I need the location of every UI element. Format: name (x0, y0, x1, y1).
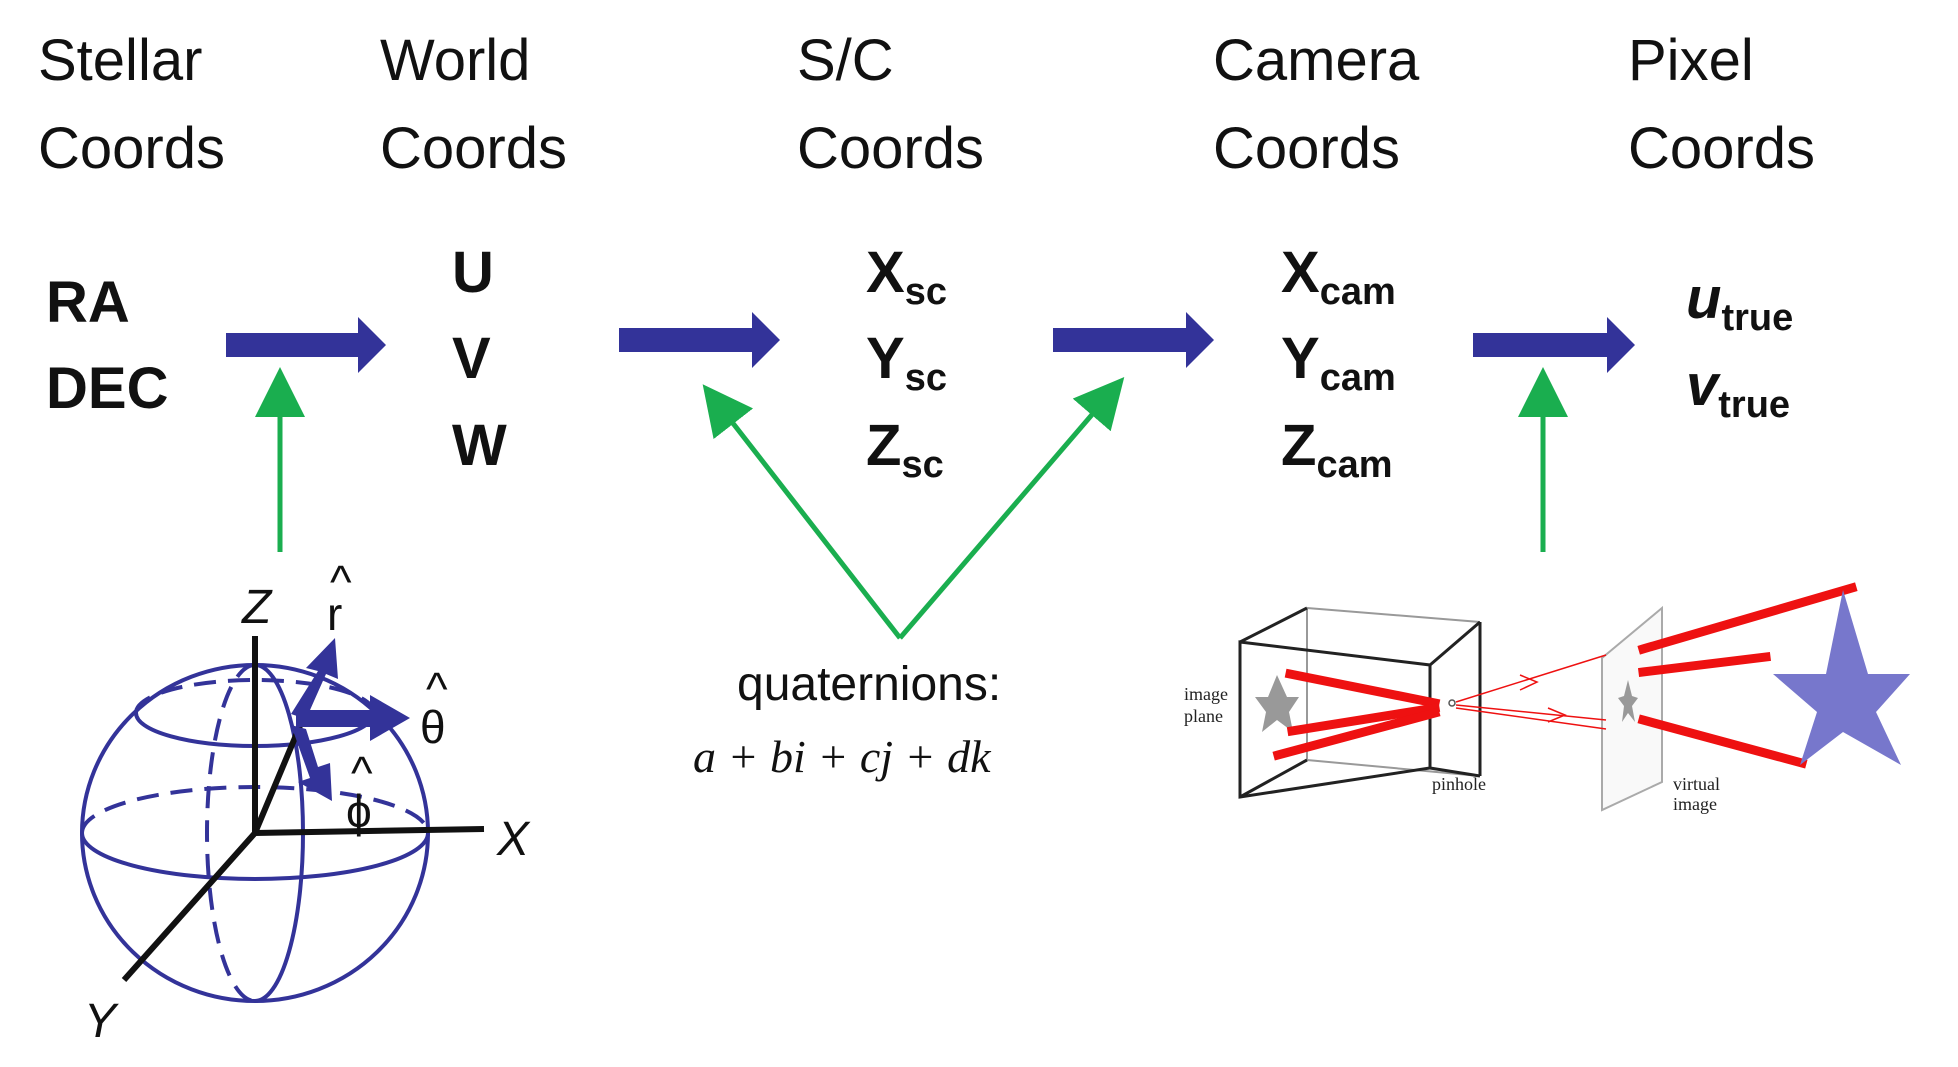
axis-label-z: Z (241, 581, 273, 634)
spherical-coords-illustration: Z X Y r ^ θ ^ ϕ ^ (80, 556, 531, 1048)
var-xsc: Xsc (866, 240, 947, 313)
phi-hat-label: ϕ (346, 785, 372, 837)
var-ra: RA (46, 270, 130, 335)
var-zcam: Zcam (1281, 413, 1393, 486)
phi-hat-arrow (291, 725, 332, 801)
camera-box (1238, 606, 1482, 799)
quaternion-label: quaternions: (737, 658, 1001, 711)
r-hat-arrow (291, 638, 338, 719)
pinhole-aperture (1448, 699, 1456, 707)
thick-rays (1272, 582, 1858, 769)
theta-hat-caret: ^ (426, 663, 448, 715)
var-dec: DEC (46, 356, 168, 421)
r-hat-label: r (327, 588, 342, 640)
phi-hat-caret: ^ (351, 747, 373, 799)
var-v: V (452, 326, 491, 391)
green-arrow-quat-left (702, 384, 902, 640)
r-hat-caret: ^ (330, 556, 352, 608)
var-vtrue: vtrue (1686, 353, 1790, 426)
green-arrows (255, 367, 1568, 640)
image-star-icon (1255, 675, 1299, 732)
flow-arrow-2 (619, 312, 780, 368)
camera-box-back-edges (1306, 607, 1481, 777)
green-arrow-quat-right (898, 377, 1125, 640)
theta-hat-arrow (296, 695, 410, 741)
var-u: U (452, 240, 494, 305)
axis-label-y: Y (84, 995, 119, 1048)
unit-vector-arrows (291, 638, 410, 801)
var-xcam: Xcam (1281, 240, 1396, 313)
star-icon (1773, 590, 1910, 765)
thin-rays (1455, 654, 1607, 730)
theta-hat-label: θ (420, 701, 446, 753)
virtual-star-icon (1618, 680, 1638, 722)
flow-arrows (226, 312, 1635, 373)
flow-arrow-4 (1473, 317, 1635, 373)
quaternion-formula: a + bi + cj + dk (693, 731, 992, 782)
var-ycam: Ycam (1281, 326, 1396, 399)
var-ysc: Ysc (866, 326, 947, 399)
flow-arrow-3 (1053, 312, 1214, 368)
var-w: W (452, 413, 507, 478)
pinhole-label: pinhole (1432, 774, 1486, 794)
var-zsc: Zsc (866, 413, 944, 486)
var-utrue: utrue (1686, 266, 1793, 339)
axis-label-x: X (496, 813, 531, 866)
flow-arrow-1 (226, 317, 386, 373)
